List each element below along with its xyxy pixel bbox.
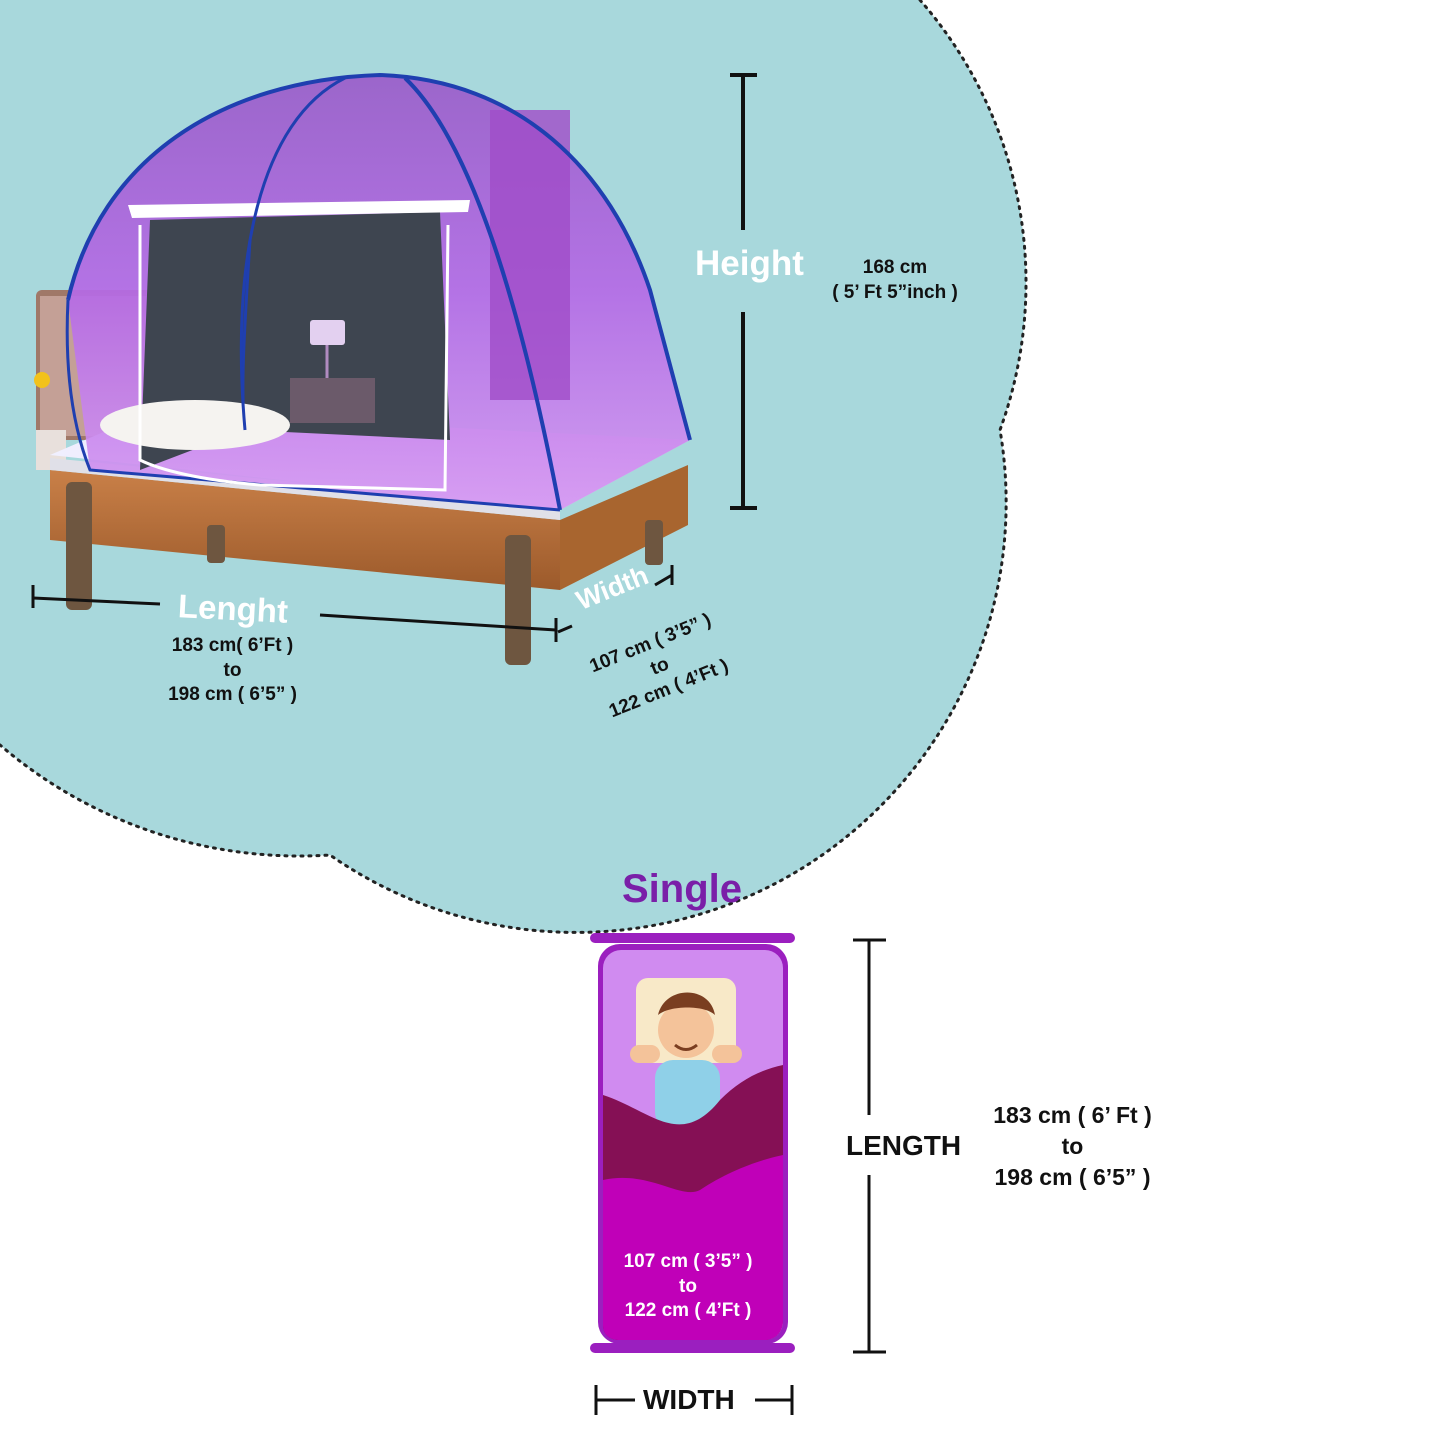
- bed-leg: [66, 482, 92, 610]
- bed-leg: [645, 520, 663, 565]
- sleeping-man-icon: [630, 992, 742, 1130]
- pillow: [100, 400, 290, 450]
- bed-width-values: 107 cm ( 3’5” ) to 122 cm ( 4’Ft ): [603, 1250, 773, 1324]
- bed-side-rail: [50, 470, 560, 590]
- background-circle-outline: [0, 0, 1028, 934]
- length-line2: to: [223, 659, 242, 681]
- height-value: 168 cm ( 5’ Ft 5”inch ): [820, 256, 970, 305]
- single-title: Single: [622, 867, 743, 911]
- bed-leg: [505, 535, 531, 665]
- bed-width-line2: to: [679, 1275, 697, 1297]
- length-label: Lenght: [177, 587, 289, 630]
- height-metric: 168 cm: [862, 257, 928, 278]
- bed-illustration: [34, 72, 692, 665]
- nightstand: [290, 378, 375, 423]
- bed-length-measure: [853, 938, 886, 1354]
- width-big-label: WIDTH: [643, 1384, 735, 1415]
- height-imperial: ( 5’ Ft 5”inch ): [832, 281, 958, 303]
- length-line1: 183 cm( 6’Ft ): [171, 635, 294, 656]
- length-measure: [31, 585, 558, 642]
- length-line3: 198 cm ( 6’5” ): [168, 684, 297, 706]
- length-values: 183 cm( 6’Ft ) to 198 cm ( 6’5” ): [135, 634, 330, 708]
- bed-end-rail: [560, 465, 688, 590]
- bed-length-line1: 183 cm ( 6’ Ft ): [993, 1102, 1152, 1128]
- net-lace-trim: [128, 200, 470, 218]
- bed-length-line3: 198 cm ( 6’5” ): [994, 1164, 1151, 1191]
- bed-length-values: 183 cm ( 6’ Ft ) to 198 cm ( 6’5” ): [970, 1100, 1175, 1193]
- bed-length-line2: to: [1061, 1133, 1084, 1160]
- height-measure: [730, 73, 757, 510]
- flower-icon: [34, 372, 50, 388]
- width-measure: [557, 565, 674, 634]
- bed-width-line1: 107 cm ( 3’5” ): [623, 1251, 753, 1272]
- curtain: [490, 110, 570, 400]
- bed-width-line3: 122 cm ( 4’Ft ): [624, 1300, 752, 1322]
- lamp-shade: [310, 320, 345, 345]
- height-label: Height: [695, 244, 804, 283]
- bed-width-measure: [594, 1385, 794, 1415]
- single-bed-top-view: [590, 933, 795, 1353]
- length-big-label: LENGTH: [846, 1130, 962, 1161]
- bed-leg: [207, 525, 225, 563]
